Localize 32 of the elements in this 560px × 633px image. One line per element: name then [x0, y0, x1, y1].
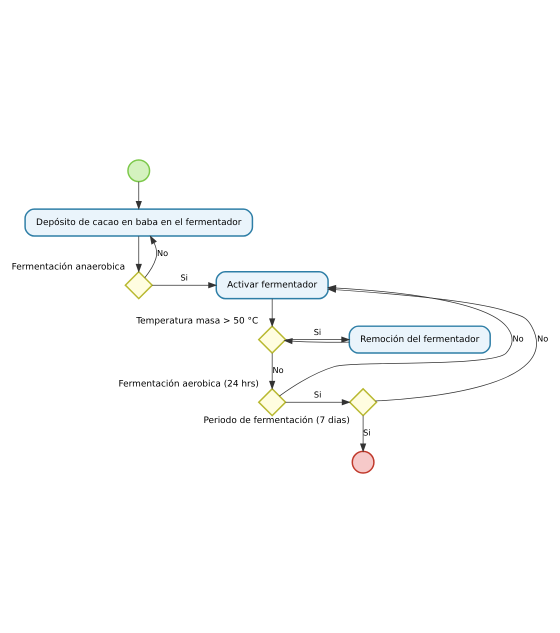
node-box: Remoción del fermentador	[348, 325, 491, 354]
edge-label: Si	[180, 272, 188, 283]
arrow	[269, 352, 276, 390]
arrow	[144, 235, 157, 278]
edge-label: No	[272, 364, 284, 375]
arrow	[136, 236, 142, 273]
node-box: Activar fermentador	[216, 271, 329, 300]
arrow	[284, 338, 350, 344]
node-box: Depósito de cacao en baba en el fermentador	[24, 208, 254, 237]
node-label: Temperatura masa > 50 °C	[136, 316, 258, 327]
node-diamond	[124, 270, 154, 300]
arrow	[327, 286, 537, 402]
node-label: Periodo de fermentación (7 dias)	[203, 416, 350, 426]
edge-label: Si	[363, 428, 371, 438]
node-circle	[352, 450, 375, 474]
edge-label: No	[157, 248, 168, 258]
node-diamond	[258, 388, 287, 417]
edge-label: Si	[314, 390, 322, 400]
edge-label: Si	[314, 326, 322, 337]
arrow	[152, 282, 218, 288]
arrow	[136, 181, 142, 210]
arrow	[269, 298, 276, 328]
edge-label: No	[537, 334, 548, 344]
node-diamond	[258, 325, 287, 354]
node-label: Fermentación anaerobica	[12, 262, 126, 272]
arrow	[285, 336, 350, 343]
arrow	[360, 415, 366, 452]
arrow	[285, 399, 351, 406]
edge-label: No	[512, 334, 524, 344]
node-diamond	[348, 388, 378, 417]
node-label: Fermentación aerobica (24 hrs)	[118, 379, 259, 390]
node-circle	[127, 159, 150, 182]
